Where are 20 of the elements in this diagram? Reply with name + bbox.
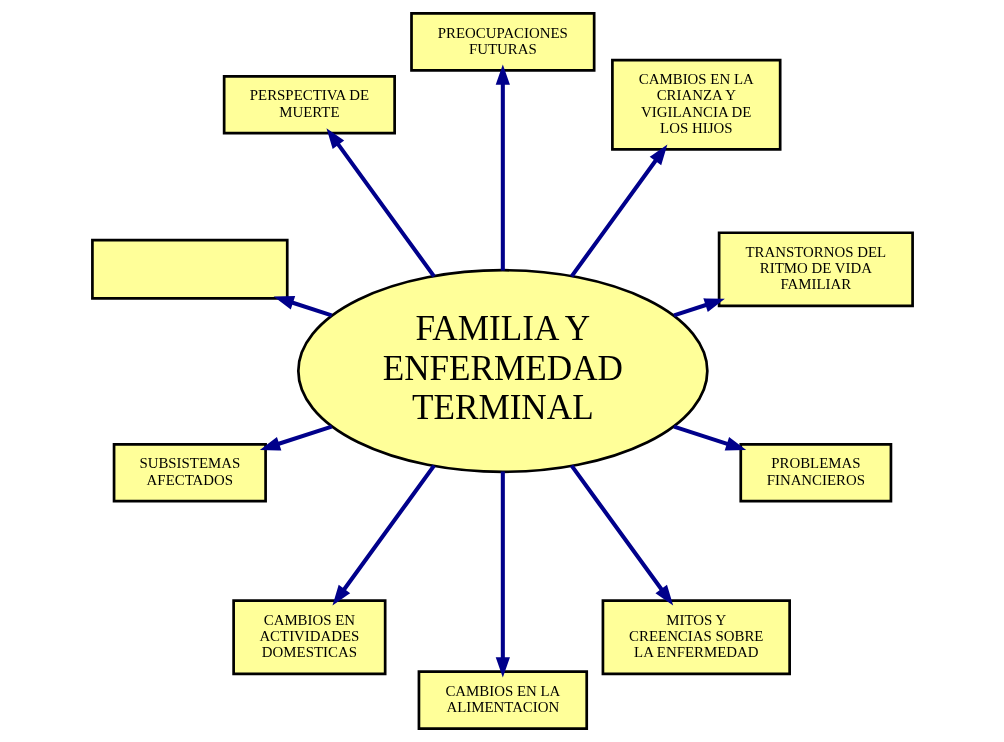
- arrow: [569, 464, 673, 606]
- node-box: SUBSISTEMAS AFECTADOS: [112, 442, 267, 503]
- node-box: [90, 238, 289, 300]
- arrow: [569, 144, 667, 278]
- node-box: PROBLEMAS FINANCIEROS: [738, 442, 892, 503]
- arrow: [495, 471, 510, 678]
- node-box: MITOS Y CREENCIAS SOBRE LA ENFERMEDAD: [601, 599, 791, 676]
- node-box: CAMBIOS EN LA CRIANZA Y VIGILANCIA DE LOS HIJOS: [610, 58, 782, 151]
- arrow: [259, 424, 332, 451]
- arrow: [273, 296, 332, 318]
- arrow: [495, 64, 510, 271]
- arrow: [332, 464, 436, 606]
- node-box: CAMBIOS EN ACTIVIDADES DOMESTICAS: [231, 599, 386, 676]
- node-box: PREOCUPACIONES FUTURAS: [409, 12, 595, 72]
- node-box: CAMBIOS EN LA ALIMENTACION: [417, 670, 588, 730]
- node-box: PERSPECTIVA DE MUERTE: [222, 74, 396, 135]
- arrow: [672, 298, 725, 318]
- arrow: [325, 128, 436, 278]
- arrow: [672, 424, 746, 451]
- node-box: TRANSTORNOS DEL RITMO DE VIDA FAMILIAR: [717, 231, 914, 308]
